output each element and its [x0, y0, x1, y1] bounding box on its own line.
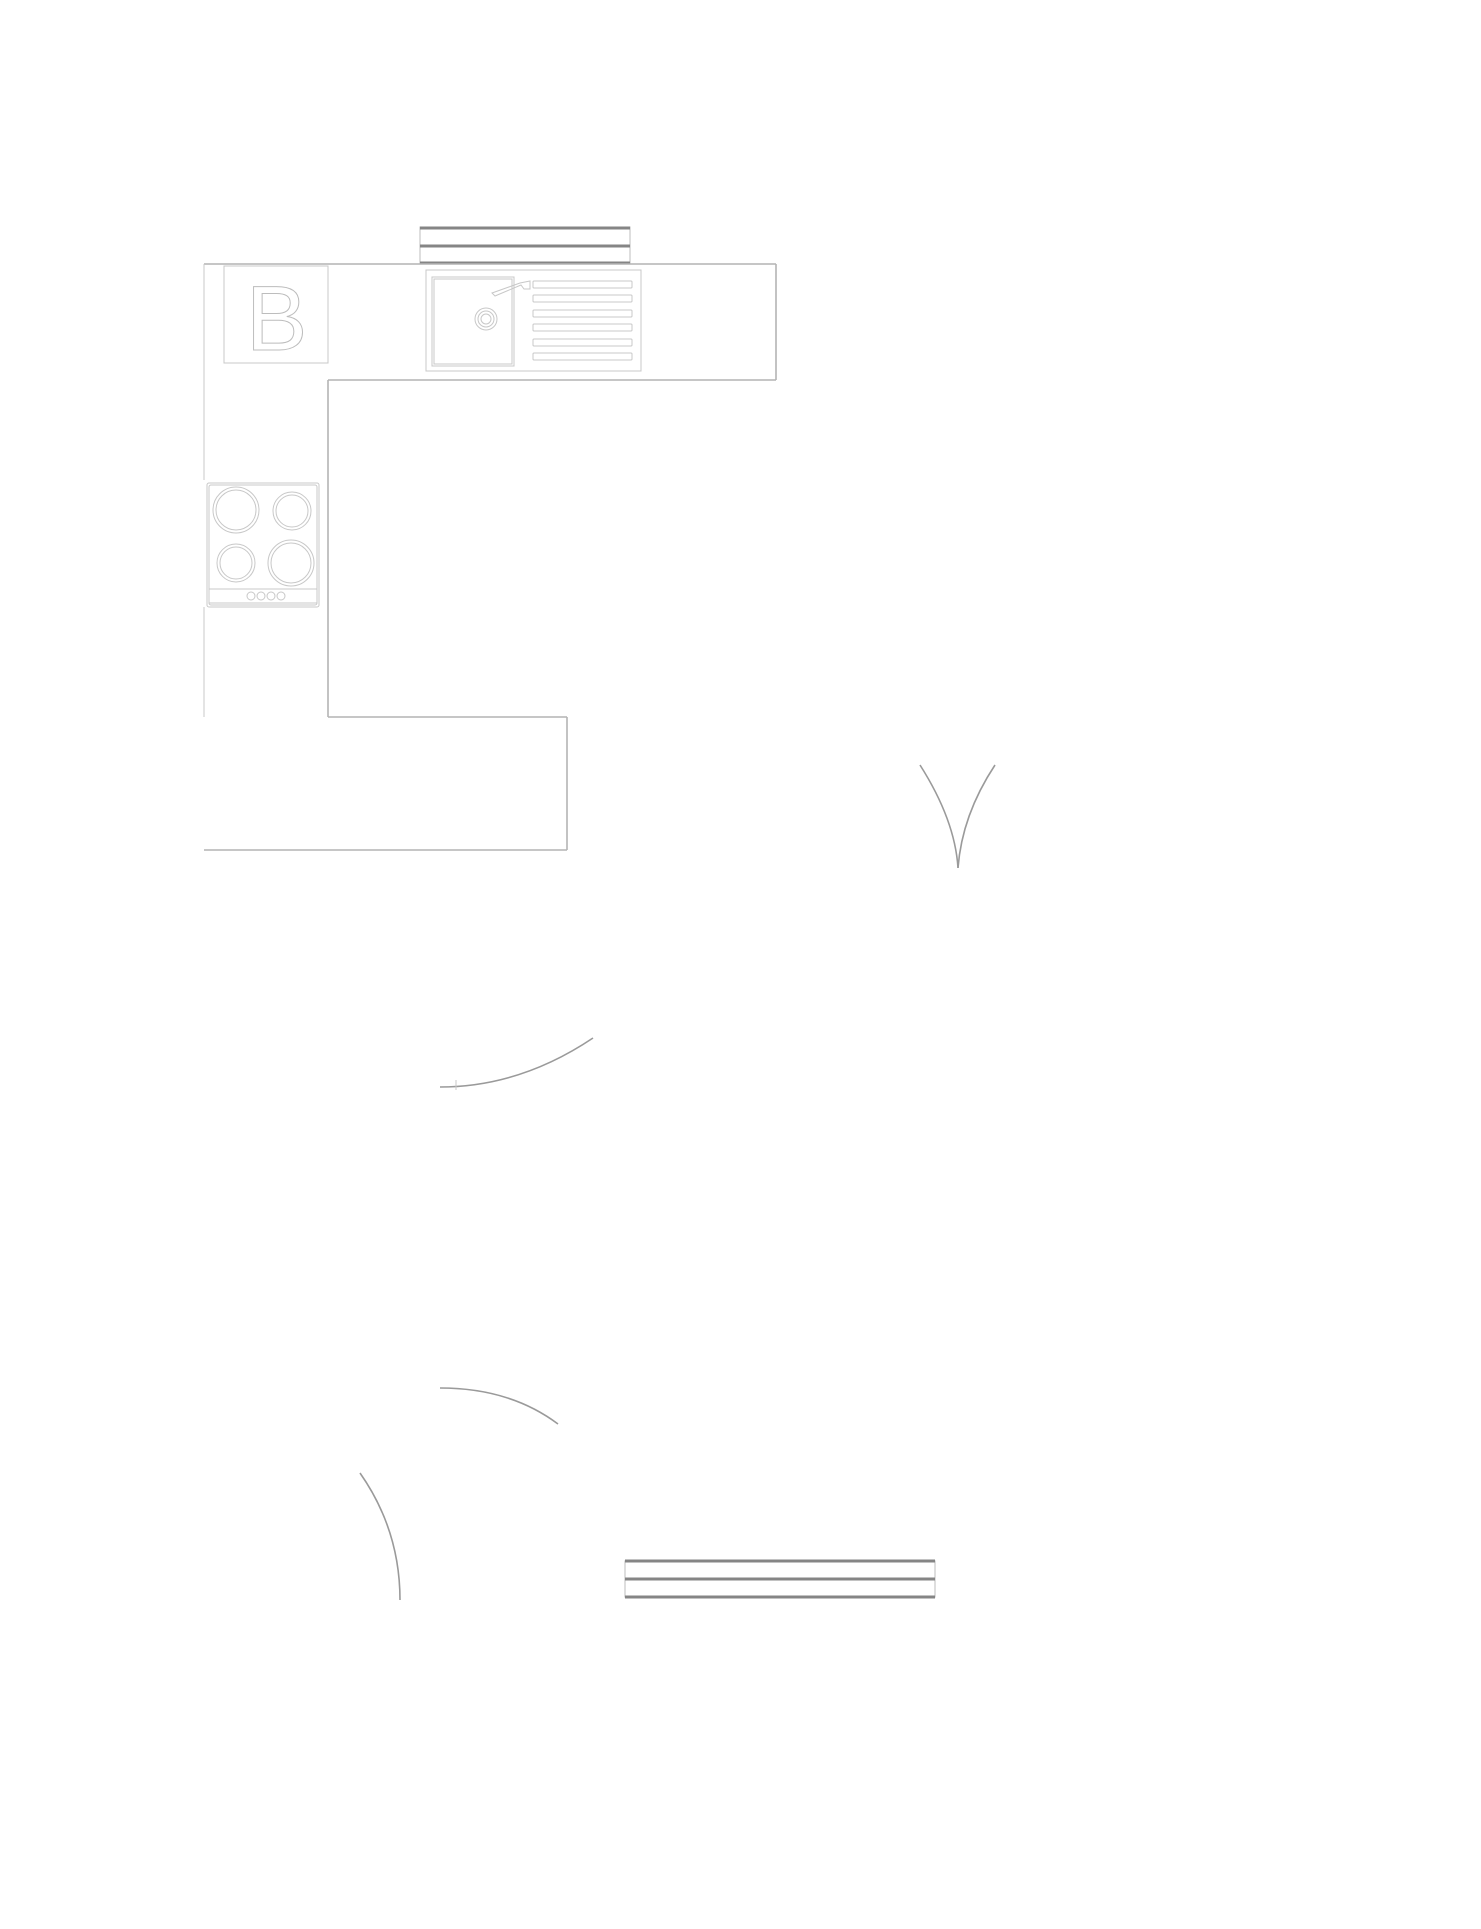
door-swing-arc [439, 1387, 559, 1425]
hob-burner [212, 486, 260, 534]
countertop-outline [203, 263, 777, 851]
drainer-slots [532, 280, 633, 361]
top-window [419, 226, 631, 265]
appliance-b: B [223, 265, 329, 371]
hob [206, 482, 320, 608]
door-swing-arc [439, 1037, 594, 1088]
door-swing-arc [919, 764, 959, 869]
appliance-b-label: B [246, 268, 307, 370]
door-swing-arc [957, 764, 996, 869]
hob-knobs [246, 591, 286, 601]
hob-burner [216, 543, 256, 583]
hob-burner [267, 539, 315, 587]
door-swing-arc [359, 1472, 401, 1601]
sink-drain-icon [474, 307, 498, 331]
tap-icon [491, 280, 531, 297]
bottom-window [624, 1559, 936, 1599]
hob-burner [272, 491, 312, 531]
sink [425, 269, 642, 372]
